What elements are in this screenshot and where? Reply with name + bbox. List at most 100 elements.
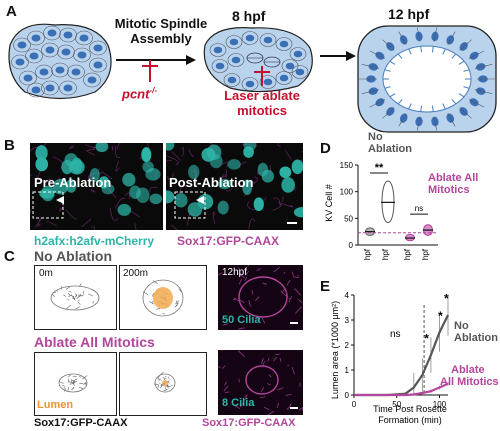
nucleus	[93, 44, 103, 52]
nucleus	[23, 74, 33, 82]
cell	[75, 30, 93, 46]
nucleus	[149, 193, 163, 205]
cell	[89, 57, 107, 73]
panel-a-schematic	[8, 23, 497, 133]
panel-e-label: E	[320, 278, 331, 295]
cilium	[451, 99, 457, 105]
e-sig-star: *	[438, 309, 443, 323]
step1-label: Mitotic Spindle Assembly	[114, 16, 208, 46]
nucleus	[35, 157, 49, 172]
cell	[227, 53, 245, 67]
cell-cluster-8hpf	[203, 27, 313, 93]
nucleus	[218, 179, 232, 190]
nucleus	[227, 76, 237, 84]
cell-cluster-initial	[8, 23, 112, 100]
cell	[51, 62, 69, 78]
cell	[41, 42, 59, 58]
e-ytick-label: 2	[345, 341, 350, 350]
ablation-arrowhead	[196, 196, 204, 204]
arrow-2-head	[346, 51, 356, 61]
cell	[73, 47, 91, 63]
c-box-200m	[119, 265, 207, 330]
cell	[275, 71, 293, 85]
e-sig-star: *	[424, 332, 429, 346]
cilia-count-8: 8 Cilia	[222, 397, 255, 409]
stage-12hpf-label: 12 hpf	[388, 6, 430, 22]
ablation-roi-box	[174, 191, 206, 219]
nucleus	[117, 203, 132, 216]
nucleus	[45, 46, 55, 54]
stage-8hpf-label: 8 hpf	[232, 8, 266, 24]
cilium	[420, 105, 423, 112]
nucleus	[188, 164, 200, 180]
image-post-ablation	[166, 143, 303, 230]
cell-mass-outline	[154, 373, 176, 393]
cell	[225, 35, 243, 49]
nucleus	[227, 159, 241, 170]
legend-ablate-all: Ablate All Mitotics	[428, 172, 479, 196]
nucleus	[29, 52, 39, 60]
nucleus	[279, 74, 289, 82]
cell	[59, 80, 77, 96]
panel-b-label: B	[4, 137, 15, 154]
nucleus	[63, 84, 73, 92]
nucleus	[87, 76, 97, 84]
d-ylabel: KV Cell #	[324, 184, 334, 222]
d-tick-label: 0	[349, 241, 354, 250]
channel-sox17-label: Sox17:GFP-CAAX	[177, 234, 280, 248]
cell-mass-outline	[58, 373, 88, 393]
cluster-outline	[8, 23, 112, 100]
cell	[41, 80, 59, 96]
pcnt-label: pcnt-/-	[122, 86, 158, 102]
nucleus	[17, 41, 27, 49]
cilium	[431, 105, 434, 112]
nucleus	[55, 66, 65, 74]
nucleus	[45, 84, 55, 92]
cell	[25, 48, 43, 64]
cilium	[397, 99, 403, 105]
nucleus	[166, 190, 175, 204]
cell	[259, 75, 277, 89]
cilium	[463, 69, 470, 72]
nucleus	[174, 193, 188, 208]
panel-c-label: C	[4, 248, 15, 265]
nucleus	[209, 154, 223, 169]
e-xtick-label: 0	[352, 400, 357, 409]
e-sig-star: *	[444, 292, 449, 306]
cilium	[458, 93, 465, 98]
d-sig-label-2: ns	[415, 204, 423, 213]
nucleus	[245, 80, 255, 88]
nucleus	[95, 143, 109, 153]
lumen-region	[153, 287, 173, 309]
nucleus	[31, 34, 41, 42]
cell-mass-outline	[50, 285, 100, 311]
d-category-label: 12hpf	[381, 248, 390, 260]
nucleus	[61, 48, 71, 56]
nucleus	[213, 46, 223, 54]
kv-membrane	[245, 365, 279, 395]
e-ytick-label: 0	[345, 391, 350, 400]
cell	[89, 40, 107, 56]
ablation-roi-box	[32, 191, 64, 219]
cilium	[442, 103, 446, 110]
cilium	[458, 60, 465, 65]
cell	[275, 37, 293, 51]
post-ablation-label: Post-Ablation	[169, 175, 254, 190]
c-image-12hpf	[218, 265, 303, 330]
kv-membrane	[238, 276, 288, 318]
d-sig-label-1: **	[375, 162, 384, 174]
nucleus	[66, 178, 77, 193]
d-tick-label: 150	[340, 161, 354, 170]
cilium	[420, 46, 423, 53]
nucleus	[63, 31, 73, 39]
lumen-label: Lumen	[37, 399, 74, 411]
footer-sox17-left: Sox17:GFP-CAAX	[34, 417, 128, 429]
nucleus	[52, 178, 69, 195]
nucleus	[253, 197, 264, 212]
cell	[281, 59, 299, 73]
e-ytick-label: 1	[345, 366, 350, 375]
nucleus	[242, 179, 253, 195]
nucleus	[281, 177, 295, 193]
e-xlabel-1: Time Post Rosette	[373, 404, 447, 414]
